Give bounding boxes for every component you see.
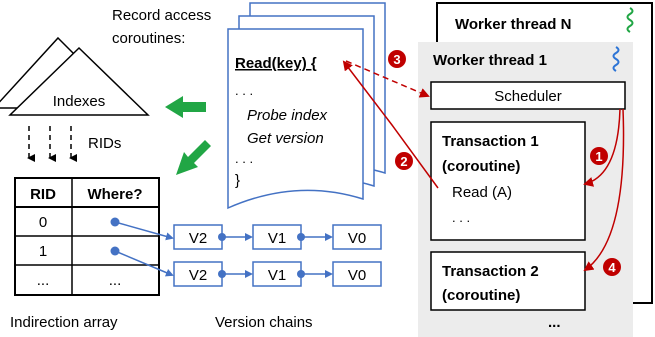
thread-squiggle-blue-icon <box>612 46 620 72</box>
version-node <box>173 224 223 250</box>
step-badge-4-number: 4 <box>608 260 616 275</box>
indexes-stack: Indexes <box>0 36 150 116</box>
rid-cell: 1 <box>39 243 47 260</box>
version-chains-caption: Version chains <box>215 314 313 331</box>
rid-column-header: RID <box>30 186 56 203</box>
transaction-2-box <box>430 251 586 311</box>
index-triangle-front <box>8 46 150 116</box>
step-badge-2-number: 2 <box>400 154 407 169</box>
rid-arrows <box>27 126 77 162</box>
scheduler-label: Scheduler <box>494 88 562 105</box>
coroutine-document-stack: Read(key) { . . . Probe index Get versio… <box>227 2 386 210</box>
version-node <box>252 261 302 287</box>
step-3-arrow <box>345 60 430 98</box>
coroutine-close-brace: } <box>235 172 240 189</box>
scheduler-box <box>430 81 626 110</box>
pointer-arrow <box>114 250 174 277</box>
transaction-2-title: Transaction 2 <box>442 263 539 280</box>
where-cell: ... <box>109 272 122 289</box>
rid-cell: ... <box>37 272 50 289</box>
version-node <box>332 224 382 250</box>
transaction-1-read: Read (A) <box>452 184 512 201</box>
version-chains: V2 V1 V0 V2 V1 V0 <box>114 221 382 287</box>
step-2-arrow <box>342 60 439 189</box>
transaction-1-dots: . . . <box>452 210 470 225</box>
step-4-arrow <box>583 108 625 272</box>
flow-arrows <box>342 60 625 272</box>
step-badge-3 <box>388 50 406 68</box>
version-label: V0 <box>348 230 366 247</box>
indexes-label: Indexes <box>53 93 106 110</box>
rid-cell: 0 <box>39 214 47 231</box>
step-badge-4 <box>603 258 621 276</box>
step-badge-1-number: 1 <box>595 149 602 164</box>
transaction-1-box <box>430 121 586 241</box>
step-badge-2 <box>395 152 413 170</box>
thread-squiggle-green-icon <box>626 7 634 33</box>
version-node <box>173 261 223 287</box>
step-badge-1 <box>590 147 608 165</box>
get-version-line: Get version <box>247 130 324 147</box>
version-label: V1 <box>268 267 286 284</box>
probe-index-line: Probe index <box>247 107 328 124</box>
transaction-1-title: Transaction 1 <box>442 133 539 150</box>
coroutine-document-front <box>227 28 364 210</box>
green-arrow-to-indexes <box>165 96 206 118</box>
rids-label: RIDs <box>88 135 121 152</box>
read-key-title: Read(key) { <box>235 55 317 72</box>
more-transactions-ellipsis: ... <box>548 314 561 331</box>
step-1-arrow <box>583 108 621 187</box>
transaction-2-subtitle: (coroutine) <box>442 287 520 304</box>
version-label: V0 <box>348 267 366 284</box>
transaction-1-subtitle: (coroutine) <box>442 158 520 175</box>
worker-thread-1: Worker thread 1 Scheduler Transaction 1 … <box>418 42 633 337</box>
green-arrow-to-indirection <box>176 140 211 175</box>
worker-thread-n-title: Worker thread N <box>455 16 571 33</box>
step-badges: 3 2 1 4 <box>388 50 621 276</box>
indirection-array-caption: Indirection array <box>10 314 118 331</box>
pointer-arrow <box>114 221 174 241</box>
version-label: V1 <box>268 230 286 247</box>
step-badge-3-number: 3 <box>393 52 400 67</box>
coroutine-dots-2: . . . <box>235 151 253 166</box>
where-column-header: Where? <box>87 186 142 203</box>
worker-thread-1-title: Worker thread 1 <box>433 52 547 69</box>
record-access-label-line2: coroutines: <box>112 30 185 47</box>
version-label: V2 <box>189 230 207 247</box>
indirection-array: RID Where? 0 1 ... ... <box>14 177 160 296</box>
record-access-label-line1: Record access <box>112 7 211 24</box>
coroutine-dots-1: . . . <box>235 83 253 98</box>
version-label: V2 <box>189 267 207 284</box>
version-node <box>332 261 382 287</box>
